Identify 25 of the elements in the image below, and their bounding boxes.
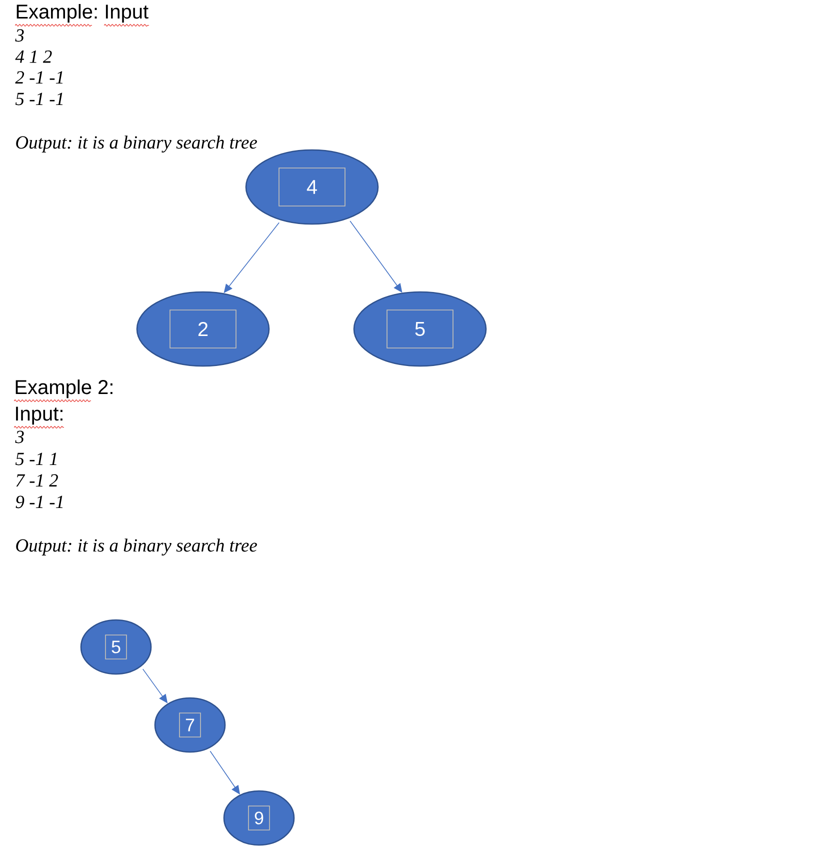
node-ellipse bbox=[80, 619, 152, 675]
heading: Example 2: bbox=[16, 380, 112, 398]
input-line: 3 bbox=[15, 29, 24, 42]
input-line: 5 -1 1 bbox=[15, 452, 56, 466]
input-line: 3 bbox=[15, 430, 24, 444]
value-box: 5 bbox=[105, 634, 127, 660]
input-line: 2 -1 -1 bbox=[15, 71, 63, 84]
value-box: 7 bbox=[179, 712, 201, 738]
output-text: Output: it is a binary search tree bbox=[16, 538, 257, 556]
input-line: 4 1 2 bbox=[15, 50, 52, 63]
value-box: 2 bbox=[170, 310, 236, 348]
node-ellipse bbox=[223, 790, 295, 846]
node-ellipse bbox=[245, 149, 379, 225]
heading: Example: Input bbox=[16, 4, 148, 23]
node-ellipse bbox=[154, 697, 226, 753]
input-line: 5 -1 -1 bbox=[15, 92, 63, 106]
input-line: 9 -1 -1 bbox=[16, 496, 63, 508]
value-box: 4 bbox=[278, 168, 346, 206]
value-box: 9 bbox=[248, 806, 270, 830]
output-text: Output: it is a binary search tree bbox=[16, 136, 257, 152]
input-line: 7 -1 2 bbox=[16, 474, 58, 486]
node-ellipse bbox=[136, 291, 270, 367]
node-ellipse bbox=[353, 291, 487, 367]
value-box: 5 bbox=[386, 310, 454, 348]
heading: Input: bbox=[16, 406, 62, 425]
